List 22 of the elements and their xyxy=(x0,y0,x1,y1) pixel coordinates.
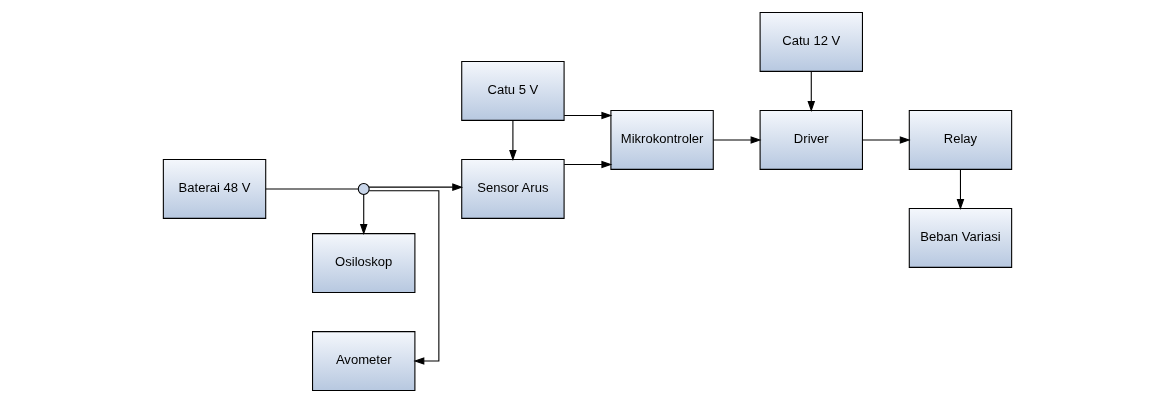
node-circle xyxy=(357,183,370,195)
arrow xyxy=(368,190,440,365)
node-box: Catu 12 V xyxy=(759,12,863,72)
arrow xyxy=(712,136,762,144)
arrow xyxy=(862,136,911,144)
arrow xyxy=(368,183,464,191)
arrow xyxy=(509,119,517,161)
arrow xyxy=(956,168,965,210)
node-box: Osiloskop xyxy=(312,233,416,293)
arrow xyxy=(563,111,613,120)
node-box: Mikrokontroler xyxy=(610,110,714,170)
connector xyxy=(265,188,359,190)
node-box: Beban Variasi xyxy=(908,208,1013,268)
node-box: Relay xyxy=(908,110,1013,170)
node-box: Baterai 48 V xyxy=(162,159,267,219)
arrow xyxy=(563,160,613,169)
arrow xyxy=(359,194,368,235)
node-box: Driver xyxy=(759,110,863,170)
arrow xyxy=(807,70,816,112)
node-box: Catu 5 V xyxy=(461,61,565,121)
node-box: Sensor Arus xyxy=(461,159,565,219)
node-box: Avometer xyxy=(312,331,416,391)
